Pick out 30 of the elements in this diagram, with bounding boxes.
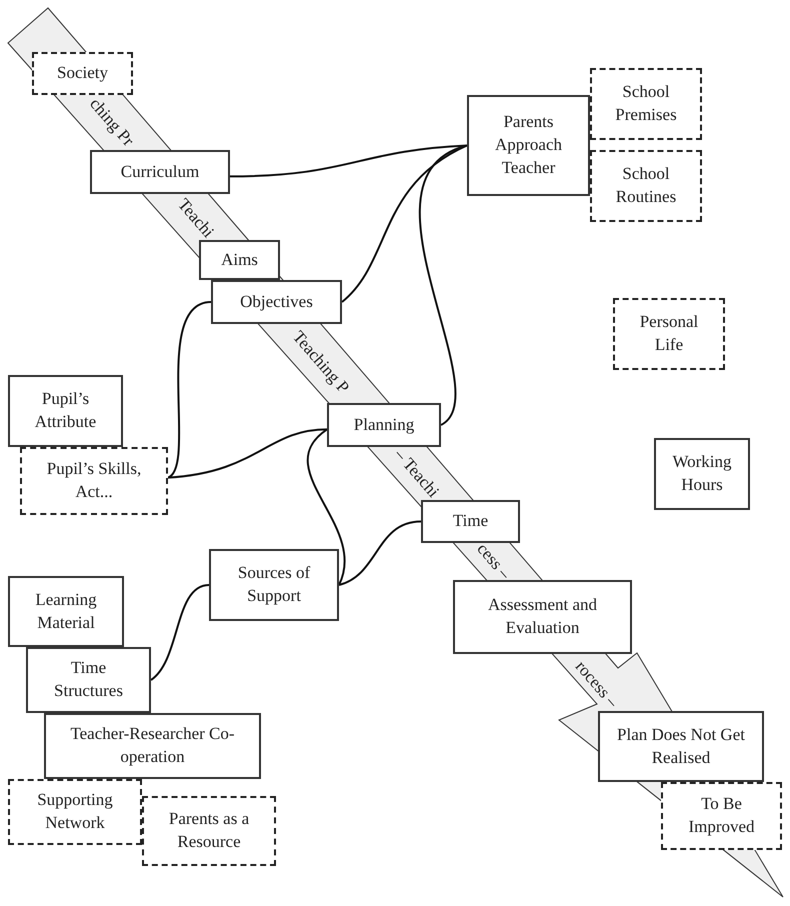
process-box: Planning [327, 403, 441, 447]
dashed-box: Personal Life [613, 298, 725, 370]
process-box: Curriculum [90, 150, 230, 194]
connector-line [419, 144, 468, 426]
process-box: Time [421, 500, 520, 543]
dashed-box: School Routines [590, 150, 702, 222]
process-box: Assessment and Evaluation [453, 580, 632, 654]
connector-line [168, 428, 328, 479]
process-box: Pupil’s Attribute [8, 375, 123, 447]
dashed-box: Supporting Network [8, 779, 142, 845]
process-box: Learning Material [8, 576, 124, 647]
dashed-box: School Premises [590, 68, 702, 140]
connector-line [306, 428, 346, 586]
dashed-box: Parents as a Resource [142, 796, 276, 866]
dashed-box: To Be Improved [661, 782, 782, 850]
connector-line [338, 520, 422, 586]
process-box: Time Structures [26, 647, 151, 713]
process-box: Teacher-Researcher Co-operation [44, 713, 261, 779]
connector-line [230, 144, 468, 178]
dashed-box: Society [32, 52, 133, 95]
process-box: Aims [199, 240, 280, 280]
connector-line [167, 301, 212, 478]
process-box: Plan Does Not Get Realised [598, 711, 764, 782]
process-box: Sources of Support [209, 549, 339, 621]
dashed-box: Pupil’s Skills, Act... [20, 447, 168, 515]
process-box: Objectives [211, 280, 342, 324]
connector-line [150, 584, 210, 681]
process-box: Parents Approach Teacher [467, 95, 590, 196]
connector-line [341, 144, 468, 303]
process-box: Working Hours [654, 438, 750, 510]
